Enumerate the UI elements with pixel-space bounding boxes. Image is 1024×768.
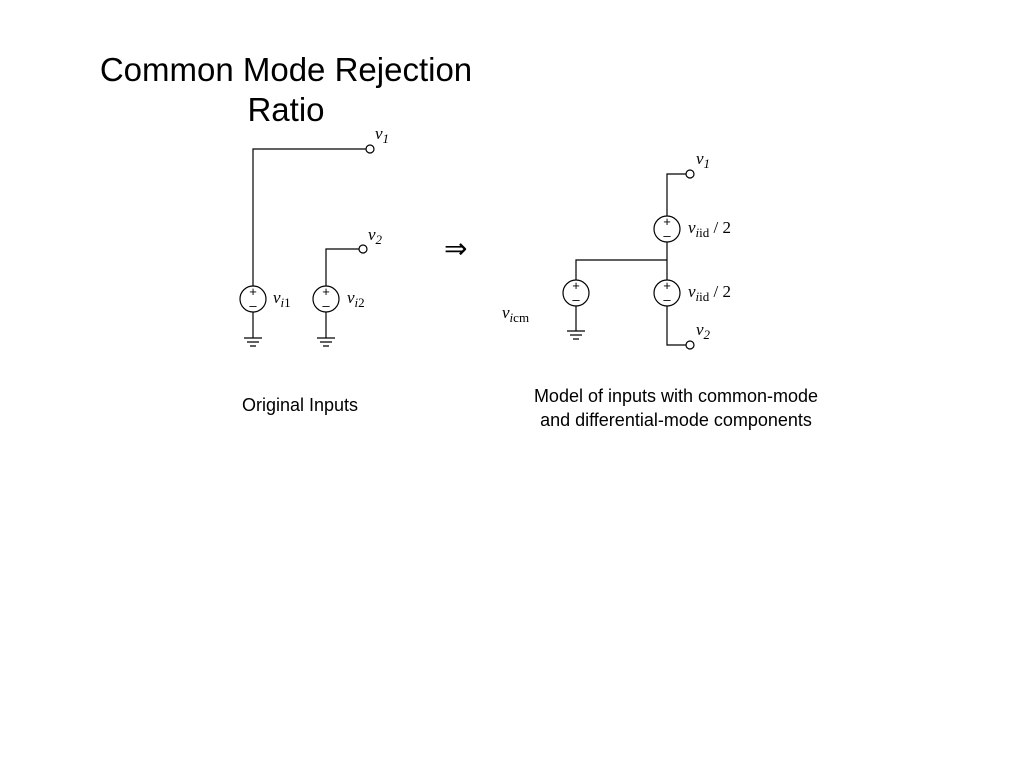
terminal-v1-right <box>685 169 695 179</box>
label-v1-right: v1 <box>696 149 710 171</box>
ground-vicm-icon <box>567 330 585 340</box>
label-v1-left: v1 <box>375 124 389 146</box>
wire-v2-left <box>325 248 359 286</box>
plus-sign: + <box>322 284 330 299</box>
label-vicm: vicm <box>502 303 529 325</box>
terminal-v2-right <box>685 340 695 350</box>
label-vid-half-top: viid / 2 <box>688 218 731 240</box>
ground-vi2-icon <box>317 337 335 347</box>
wire-v1-right <box>666 173 686 216</box>
plus-sign: + <box>249 284 257 299</box>
plus-sign: + <box>663 214 671 229</box>
minus-sign: – <box>663 228 671 243</box>
plus-sign: + <box>572 278 580 293</box>
label-v2-right: v2 <box>696 320 711 342</box>
implies-arrow-icon: ⇒ <box>444 232 467 265</box>
minus-sign: – <box>572 292 580 307</box>
wire-v2-right <box>666 306 686 346</box>
minus-sign: – <box>322 298 330 313</box>
ground-vi1-icon <box>244 337 262 347</box>
label-vid-half-bottom: viid / 2 <box>688 282 731 304</box>
slide-title: Common Mode Rejection Ratio <box>99 51 473 128</box>
caption-model-inputs: Model of inputs with common-mode and dif… <box>533 386 819 430</box>
wire-cm-to-node <box>575 259 667 280</box>
label-vi1: vi1 <box>273 288 291 310</box>
wire-v1-left <box>252 148 366 286</box>
plus-sign: + <box>663 278 671 293</box>
terminal-v1-left <box>365 144 375 154</box>
minus-sign: – <box>249 298 257 313</box>
minus-sign: – <box>663 292 671 307</box>
label-v2-left: v2 <box>368 225 383 247</box>
terminal-v2-left <box>358 244 368 254</box>
label-vi2: vi2 <box>347 288 365 310</box>
caption-original-inputs: Original Inputs <box>241 395 359 415</box>
